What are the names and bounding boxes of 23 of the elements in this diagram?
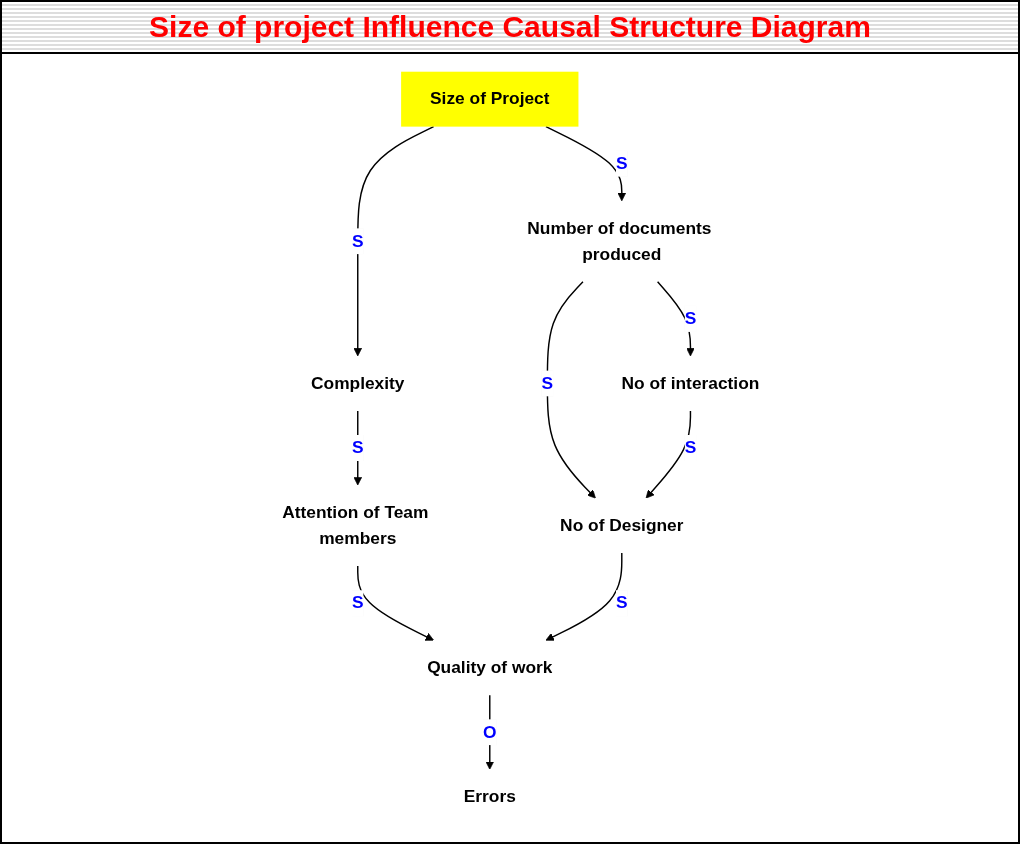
edge-label: O bbox=[482, 722, 497, 742]
node-text: Errors bbox=[463, 786, 516, 806]
node-text: Quality of work bbox=[426, 657, 553, 677]
edge-label: S bbox=[351, 593, 364, 613]
arrow bbox=[353, 125, 434, 357]
title: Size of project Influence Causal Structure Diagram bbox=[2, 2, 1018, 54]
edge-label: S bbox=[684, 437, 696, 458]
node-text: Complexity bbox=[310, 373, 405, 393]
node-text: Number of documents produced bbox=[526, 218, 712, 264]
arrow bbox=[546, 281, 596, 499]
edge-label: S bbox=[351, 231, 364, 251]
edge-label: S bbox=[684, 308, 696, 329]
arrow bbox=[356, 565, 434, 641]
node-text: Attention of Team members bbox=[281, 502, 429, 548]
node-text: No of interaction bbox=[621, 373, 759, 393]
node-box: Size of Project bbox=[400, 71, 579, 127]
edge-label: S bbox=[615, 153, 628, 173]
arrow bbox=[544, 125, 626, 202]
edge-label: S bbox=[351, 437, 364, 458]
edge-label: S bbox=[541, 373, 553, 393]
node-text: No of Designer bbox=[559, 515, 684, 535]
edge-label: S bbox=[615, 593, 628, 613]
arrow bbox=[545, 552, 623, 641]
